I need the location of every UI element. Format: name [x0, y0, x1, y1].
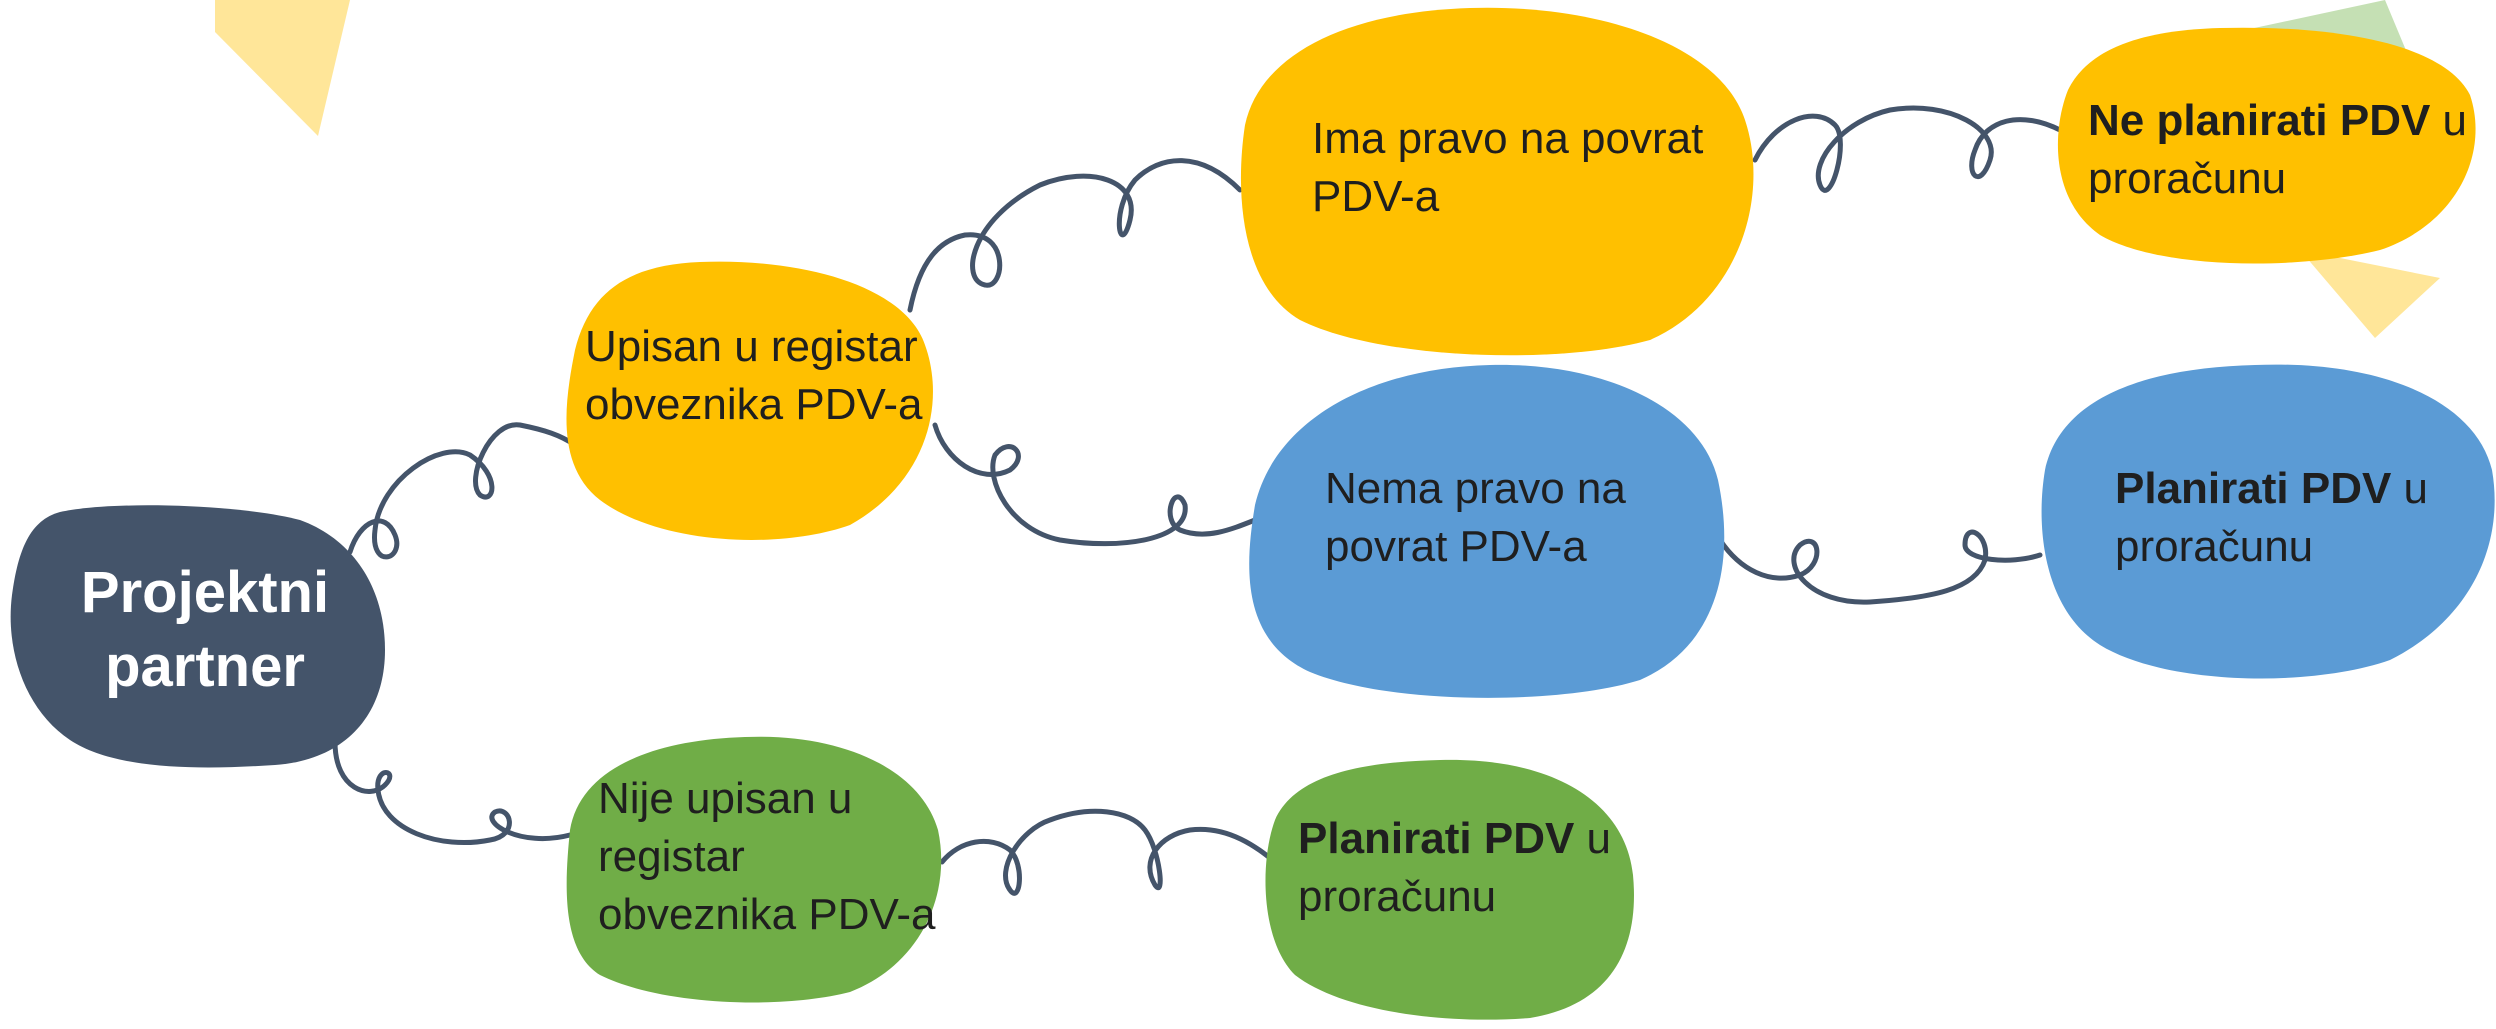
connector-ima-ne-planirati	[1752, 105, 2063, 193]
deco-triangle-yellow-right	[2300, 250, 2440, 338]
node-ne-planirati-bold: Ne planirati PDV	[2088, 96, 2431, 145]
node-nema-pravo-shape	[1249, 364, 1725, 698]
node-ima-pravo-shape	[1240, 7, 1754, 356]
deco-triangle-yellow-top-left	[215, 0, 350, 136]
connector-nije-planirati-green	[939, 808, 1278, 896]
root-node-label: Projektni partner	[40, 556, 370, 704]
connector-root-upisan	[347, 422, 578, 560]
node-nije-upisan-shape	[566, 736, 942, 1003]
root-node-label-line2: partner	[105, 634, 305, 700]
node-planirati-green-bold: Planirati PDV	[1298, 814, 1575, 863]
connector-root-nije-upisan	[332, 739, 573, 846]
node-ne-planirati-rest: u proračunu	[2088, 96, 2468, 204]
node-planirati-blue-bold: Planirati PDV	[2115, 464, 2392, 513]
connector-upisan-ima-pravo	[907, 158, 1243, 313]
node-planirati-blue-rest: u proračunu	[2115, 464, 2429, 572]
connector-nema-planirati-blue	[1717, 529, 2043, 605]
node-planirati-blue-label: Planirati PDV u proračunu	[2115, 460, 2490, 576]
node-planirati-green-rest: u proračunu	[1298, 814, 1612, 922]
node-ne-planirati-label: Ne planirati PDV u proračunu	[2088, 92, 2493, 208]
node-nije-upisan-label: Nije upisan u registar obveznika PDV-a	[598, 774, 936, 940]
root-node-label-line1: Projektni	[80, 560, 330, 625]
node-upisan-label: Upisan u registar obveznika PDV-a	[585, 322, 923, 430]
node-ne-planirati-shape	[2057, 27, 2476, 264]
node-nema-pravo-label: Nema pravo na povrat PDV-a	[1325, 464, 1626, 572]
connector-upisan-nema-pravo	[932, 422, 1258, 547]
root-node-shape	[10, 505, 386, 768]
node-ima-pravo-label: Ima pravo na povrat PDV-a	[1312, 114, 1704, 222]
node-upisan-shape	[566, 261, 933, 540]
node-planirati-blue-shape	[2041, 364, 2495, 679]
node-planirati-green-label: Planirati PDV u proračunu	[1298, 810, 1633, 926]
node-planirati-green-shape	[1265, 759, 1634, 1020]
